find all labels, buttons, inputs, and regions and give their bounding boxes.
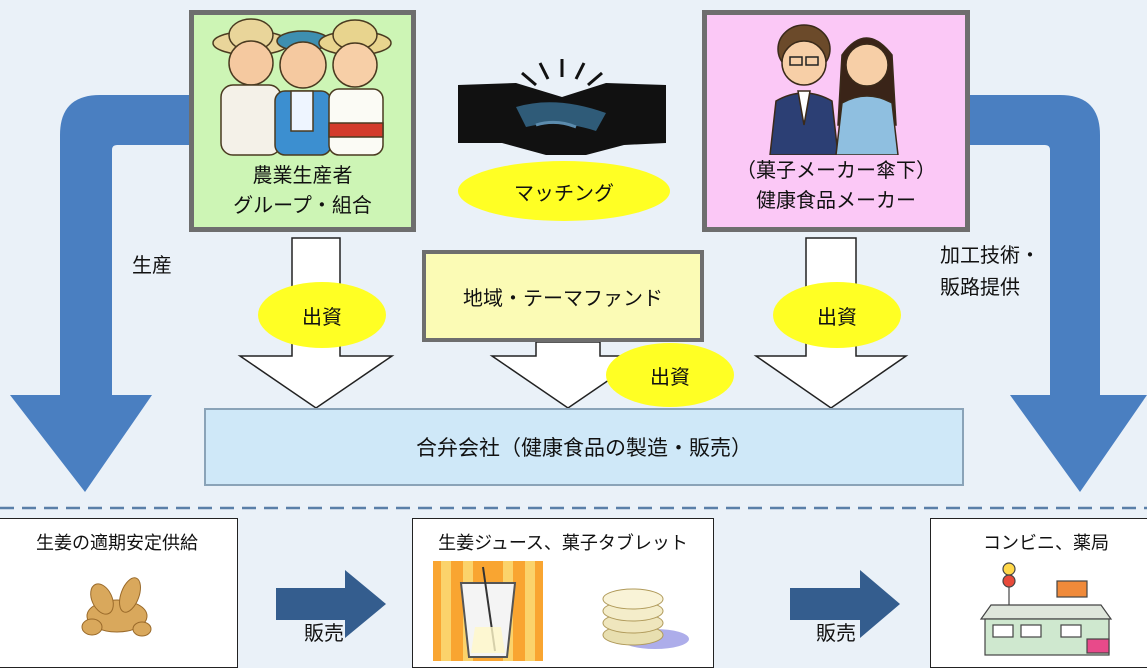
fund-box: 地域・テーマファンド bbox=[422, 250, 704, 342]
products-box: 生姜ジュース、菓子タブレット bbox=[412, 518, 714, 668]
makers-label-line1: （菓子メーカー傘下） bbox=[736, 158, 936, 182]
store-building-icon bbox=[979, 562, 1113, 656]
makers-label-line2: 健康食品メーカー bbox=[756, 188, 916, 212]
joint-venture-label: 合弁会社（健康食品の製造・販売） bbox=[416, 436, 752, 460]
matching-label: マッチング bbox=[514, 180, 614, 205]
farmers-illustration-icon bbox=[211, 18, 392, 156]
ginger-root-icon bbox=[81, 577, 152, 637]
makers-box: （菓子メーカー傘下） 健康食品メーカー bbox=[702, 10, 970, 232]
sales-label-2: 販売 bbox=[816, 621, 856, 645]
ginger-supply-label: 生姜の適期安定供給 bbox=[36, 533, 198, 554]
handshake-icon bbox=[458, 59, 666, 155]
invest-ellipse-left: 出資 bbox=[258, 282, 386, 348]
sales-arrow-2 bbox=[790, 570, 900, 638]
invest-arrow-center bbox=[489, 341, 647, 409]
sales-arrow-1 bbox=[276, 570, 386, 638]
joint-venture-box: 合弁会社（健康食品の製造・販売） bbox=[204, 408, 964, 486]
invest-ellipse-fund: 出資 bbox=[606, 343, 734, 407]
processing-label-line2: 販路提供 bbox=[940, 275, 1020, 299]
tablets-icon bbox=[602, 588, 689, 649]
products-label: 生姜ジュース、菓子タブレット bbox=[438, 533, 688, 554]
invest-label-fund: 出資 bbox=[650, 364, 690, 389]
processing-label-line1: 加工技術・ bbox=[940, 243, 1040, 267]
farmers-box: 農業生産者 グループ・組合 bbox=[189, 10, 416, 232]
retail-box: コンビニ、薬局 bbox=[930, 518, 1147, 668]
processing-curved-arrow bbox=[968, 95, 1147, 492]
invest-label-left: 出資 bbox=[302, 304, 342, 329]
farmers-label-line1: 農業生産者 bbox=[252, 163, 353, 187]
production-label: 生産 bbox=[132, 253, 172, 277]
fund-label: 地域・テーマファンド bbox=[463, 285, 663, 310]
juice-glass-icon bbox=[433, 561, 543, 661]
matching-ellipse: マッチング bbox=[458, 161, 670, 221]
farmers-label-line2: グループ・組合 bbox=[233, 193, 372, 217]
invest-label-right: 出資 bbox=[817, 304, 857, 329]
production-curved-arrow bbox=[10, 95, 194, 492]
ginger-supply-box: 生姜の適期安定供給 bbox=[0, 518, 238, 668]
invest-ellipse-right: 出資 bbox=[773, 282, 901, 348]
office-workers-illustration-icon bbox=[769, 24, 899, 155]
retail-label: コンビニ、薬局 bbox=[983, 533, 1109, 554]
sales-label-1: 販売 bbox=[304, 621, 344, 645]
